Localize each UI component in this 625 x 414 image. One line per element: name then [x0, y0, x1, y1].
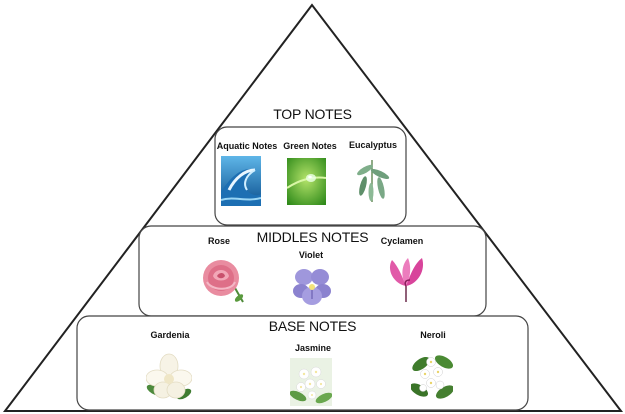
cyclamen-icon: [384, 256, 428, 302]
note-label-neroli: Neroli: [420, 330, 446, 340]
note-label-cyclamen: Cyclamen: [380, 236, 424, 246]
violet-icon: [292, 265, 332, 307]
rose-icon: [201, 254, 245, 304]
neroli-icon: [411, 350, 453, 402]
note-label-gardenia: Gardenia: [150, 330, 190, 340]
note-label-green: Green Notes: [283, 141, 337, 151]
jasmine-icon: [290, 358, 332, 406]
pyramid-outline: [2, 3, 624, 412]
eucalyptus-sprig-icon: [350, 158, 394, 204]
note-label-aquatic: Aquatic Notes: [216, 141, 278, 151]
wave-icon: [221, 156, 261, 206]
note-label-rose: Rose: [207, 236, 231, 246]
note-label-eucalyptus: Eucalyptus: [348, 140, 398, 150]
top-notes-title: TOP NOTES: [273, 106, 352, 122]
note-label-jasmine: Jasmine: [294, 343, 332, 353]
base-notes-title: BASE NOTES: [268, 318, 357, 334]
water-drop-leaf-icon: [287, 158, 326, 205]
note-label-violet: Violet: [298, 250, 324, 260]
gardenia-icon: [146, 350, 192, 404]
middle-notes-title: MIDDLES NOTES: [256, 229, 369, 245]
